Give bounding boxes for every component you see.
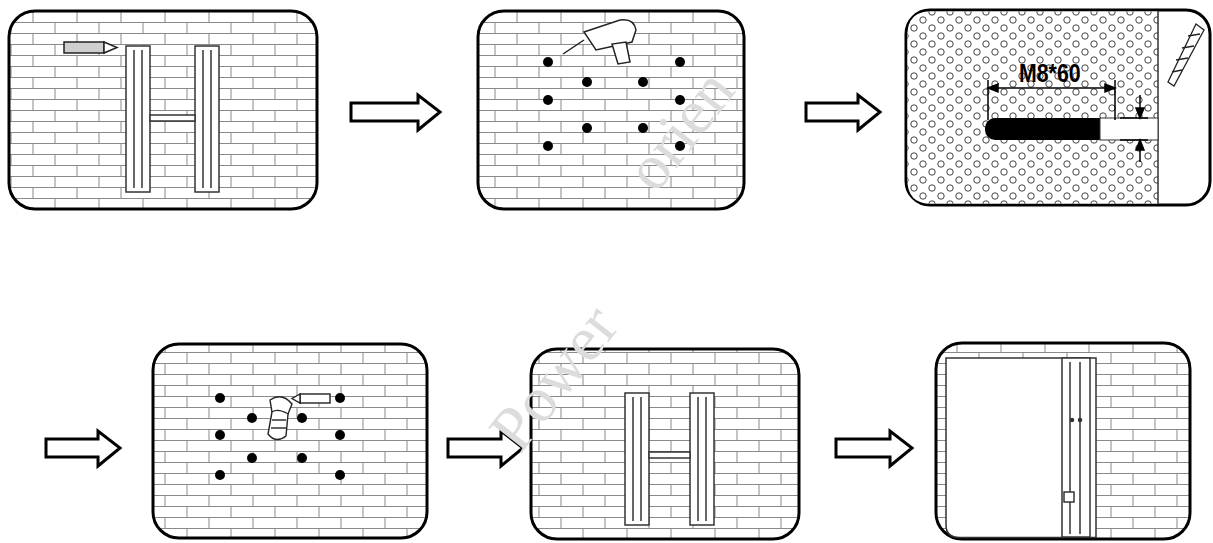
drill-hole-dots: [215, 393, 345, 480]
inverter-unit: [946, 358, 1096, 538]
step-panel: [936, 343, 1190, 539]
mounting-bracket: [126, 46, 219, 192]
drill-hole: [985, 118, 1115, 140]
anchor-insert-icon: [268, 394, 330, 440]
step-panel: [153, 344, 427, 538]
dimension-label: M8*60: [1019, 60, 1081, 86]
pencil-icon: [64, 42, 117, 53]
drill-icon: [563, 20, 636, 64]
drill-bit: [1168, 24, 1204, 86]
step-panel: [9, 11, 317, 209]
step-arrow: [351, 95, 440, 130]
mounting-bracket: [625, 393, 714, 525]
step-panel: [906, 10, 1210, 205]
step-arrow: [46, 431, 120, 466]
dimension-lines: [988, 80, 1148, 162]
step-arrow: [806, 95, 880, 130]
wall-section: [908, 12, 1159, 204]
step-arrow: [836, 431, 912, 466]
